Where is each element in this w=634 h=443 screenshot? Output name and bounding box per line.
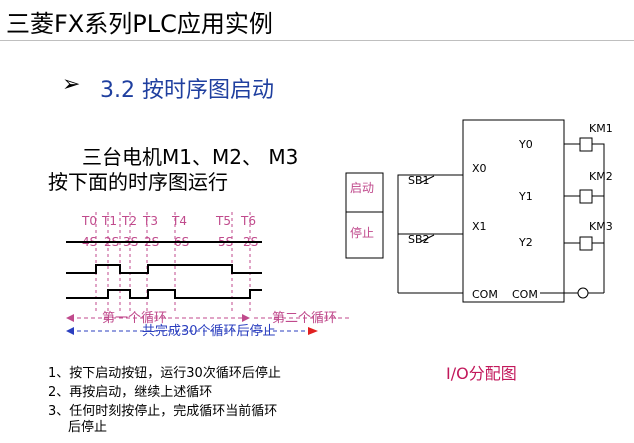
- first-cycle-label: 第一个循环: [102, 311, 167, 326]
- coil-km2: [579, 189, 593, 204]
- description-line-1: 三台电机M1、M2、 M3: [82, 145, 299, 169]
- output-y0-label: Y0: [518, 138, 533, 151]
- plc-box: [462, 119, 565, 303]
- waveform-m3: [66, 289, 262, 299]
- switch-sb1-label: SB1: [408, 174, 430, 187]
- description-line-2: 按下面的时序图运行: [48, 170, 228, 194]
- input-x0-label: X0: [472, 162, 487, 175]
- timing-label-t0: T0: [81, 214, 97, 228]
- waveforms: [66, 241, 262, 299]
- coil-km3: [579, 236, 593, 251]
- output-y2-label: Y2: [518, 236, 533, 249]
- note-3-continued: 后停止: [68, 420, 108, 435]
- switch-sb2-label: SB2: [408, 233, 430, 246]
- io-diagram: 启动 停止 SB1 SB2 X0 X1 COM: [345, 119, 613, 303]
- timing-label-t1: T1: [101, 214, 117, 228]
- section-heading: 3.2 按时序图启动: [100, 78, 274, 103]
- note-1: 1、按下启动按钮，运行30次循环后停止: [48, 366, 281, 381]
- first-cycle-arrow-left: [66, 314, 74, 322]
- timing-dividers: [95, 212, 251, 312]
- coil-km1-label: KM1: [589, 122, 613, 135]
- stop-button-label: 停止: [350, 225, 374, 240]
- start-button-label: 启动: [350, 181, 374, 195]
- note-3: 3、任何时刻按停止，完成循环当前循环: [48, 404, 278, 419]
- io-diagram-caption: I/O分配图: [446, 364, 517, 383]
- timing-label-t2: T2: [121, 214, 137, 228]
- timing-diagram: T0 T1 T2 T3 T4 T5 T6 4S 2S 3S 2S 6S 5S 2…: [66, 212, 352, 339]
- output-com-label: COM: [512, 288, 538, 301]
- bullet-arrow-icon: ➢: [62, 72, 81, 97]
- timing-label-t3: T3: [142, 214, 158, 228]
- title-divider: [0, 40, 634, 41]
- power-source-icon: [577, 287, 589, 299]
- total-cycle-arrow-right: [308, 327, 318, 335]
- output-y1-label: Y1: [518, 190, 533, 203]
- timing-label-t5: T5: [215, 214, 231, 228]
- waveform-m2: [66, 264, 262, 274]
- button-panel: [345, 172, 384, 259]
- total-cycle-label: 共完成30个循环后停止: [142, 323, 276, 339]
- first-cycle-arrow-right: [242, 314, 250, 322]
- page-title: 三菱FX系列PLC应用实例: [6, 10, 273, 38]
- output-wiring: [540, 143, 605, 294]
- coil-km2-label: KM2: [589, 170, 613, 183]
- coil-km1: [579, 137, 593, 152]
- total-cycle-arrow-left: [66, 327, 74, 335]
- timing-label-t4: T4: [171, 214, 187, 228]
- timing-label-t6: T6: [240, 214, 256, 228]
- input-x1-label: X1: [472, 220, 487, 233]
- second-cycle-label: 第二个循环: [272, 311, 337, 326]
- coil-km3-label: KM3: [589, 220, 613, 233]
- input-com-label: COM: [472, 288, 498, 301]
- input-wiring: [397, 174, 463, 294]
- note-2: 2、再按启动，继续上述循环: [48, 385, 213, 400]
